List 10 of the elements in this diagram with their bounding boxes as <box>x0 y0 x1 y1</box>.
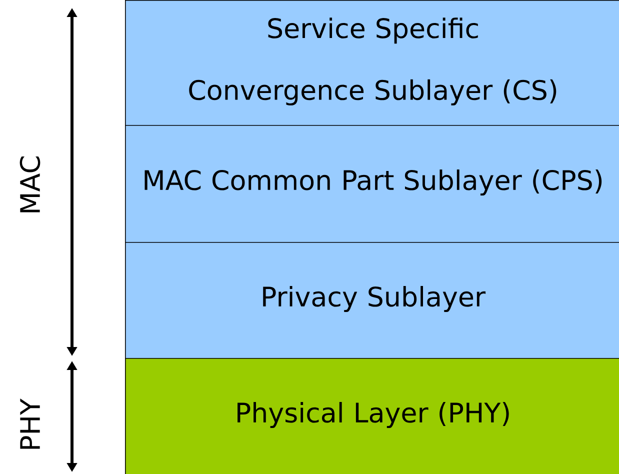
layer-label: MAC Common Part Sublayer (CPS) <box>144 169 602 196</box>
layer-box <box>125 125 619 243</box>
side-label: MAC <box>20 156 40 212</box>
layer-box <box>125 358 619 474</box>
layer-box <box>125 0 619 126</box>
side-label: PHY <box>20 398 40 449</box>
layer-label: Service Specific Convergence Sublayer (CS) <box>189 18 556 106</box>
layer-box <box>125 242 619 359</box>
layer-label: Privacy Sublayer <box>263 286 486 312</box>
layer-label: Physical Layer (PHY) <box>238 402 509 428</box>
